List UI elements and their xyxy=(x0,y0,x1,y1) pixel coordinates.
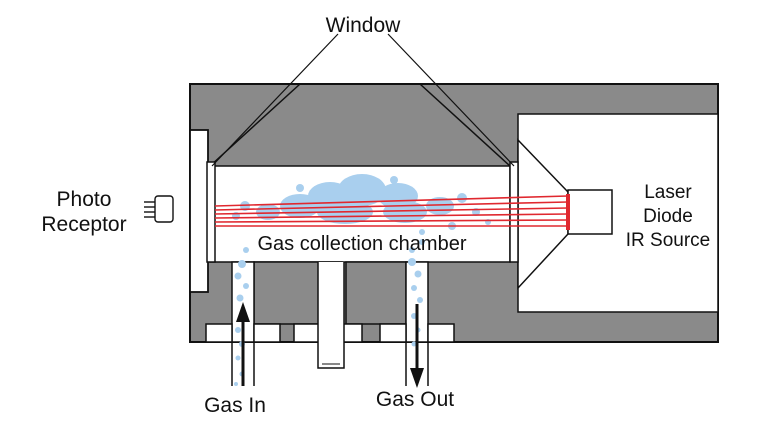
laser-label-line2: Diode xyxy=(643,206,693,227)
laser-diode-box xyxy=(567,189,613,235)
laser-label-line1: Laser xyxy=(644,182,692,203)
photo-receptor-label-line1: Photo xyxy=(57,188,112,211)
bottom-notch-1 xyxy=(205,323,233,343)
laser-beams xyxy=(214,195,569,227)
window-label: Window xyxy=(326,14,402,37)
window-leader-right xyxy=(387,33,515,167)
lower-divider-right xyxy=(345,261,407,325)
chamber-label: Gas collection chamber xyxy=(258,233,467,255)
drain-tube xyxy=(317,262,345,369)
gas-out-arrow xyxy=(410,304,424,388)
window-leader-left xyxy=(211,33,339,167)
gas-in-label: Gas In xyxy=(204,394,266,417)
gas-out-label: Gas Out xyxy=(376,388,454,411)
funnel-right xyxy=(419,83,511,167)
laser-label-line3: IR Source xyxy=(626,230,710,251)
photo-receptor-label-line2: Receptor xyxy=(41,213,126,236)
photo-receptor-plate xyxy=(189,129,209,293)
bottom-notch-3 xyxy=(293,323,321,343)
bottom-notch-2 xyxy=(253,323,281,343)
laser-emitter xyxy=(566,194,570,230)
window-right xyxy=(509,161,519,263)
photo-receptor-icon xyxy=(144,195,174,223)
gas-in-arrow xyxy=(236,302,250,386)
window-left xyxy=(206,161,216,263)
bottom-notch-6 xyxy=(427,323,455,343)
bottom-notch-5 xyxy=(379,323,407,343)
